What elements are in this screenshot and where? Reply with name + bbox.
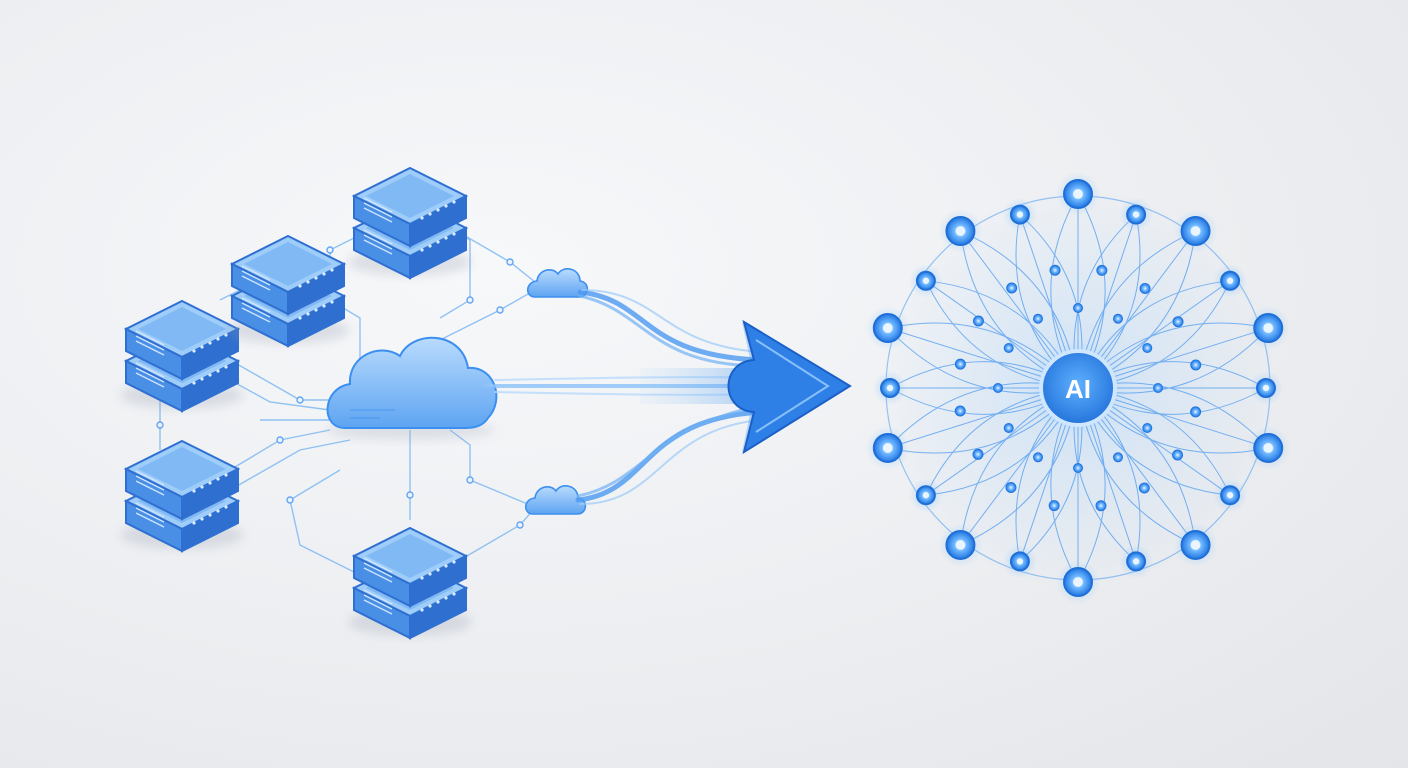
link-line bbox=[229, 429, 331, 471]
link-node bbox=[466, 476, 474, 484]
net-node-small bbox=[1005, 482, 1017, 494]
net-node-core bbox=[1226, 277, 1234, 284]
link-node bbox=[516, 521, 524, 529]
net-node-small bbox=[993, 383, 1003, 393]
net-node-small bbox=[1138, 482, 1150, 494]
net-node-small bbox=[1190, 359, 1202, 371]
link-line bbox=[439, 289, 536, 341]
cloud-icon bbox=[325, 336, 498, 440]
net-node-small bbox=[1113, 313, 1123, 324]
net-node-core bbox=[1190, 226, 1201, 236]
net-node-core bbox=[1226, 492, 1234, 499]
server-stack-4 bbox=[120, 439, 244, 553]
link-line bbox=[229, 439, 351, 491]
link-line bbox=[289, 469, 361, 576]
server-group bbox=[120, 166, 472, 640]
net-node-small bbox=[1095, 500, 1107, 512]
net-node-small bbox=[1003, 423, 1014, 433]
link-node bbox=[506, 258, 514, 266]
net-node-core bbox=[882, 443, 893, 453]
net-node-small bbox=[954, 358, 966, 370]
net-node-small bbox=[972, 315, 984, 327]
link-node bbox=[296, 396, 304, 404]
ai-hub bbox=[1039, 349, 1117, 427]
link-line bbox=[229, 359, 330, 401]
net-node-core bbox=[1073, 577, 1083, 587]
net-node-core bbox=[1190, 540, 1201, 550]
net-node-core bbox=[1262, 384, 1270, 392]
net-node-small bbox=[1172, 449, 1184, 461]
server-stack-1 bbox=[120, 299, 244, 413]
link-line bbox=[449, 429, 531, 506]
net-node-small bbox=[1073, 463, 1083, 473]
net-node-core bbox=[886, 384, 894, 392]
net-node-small bbox=[1172, 316, 1184, 328]
net-node-core bbox=[1263, 443, 1274, 453]
net-node-small bbox=[1033, 313, 1043, 324]
net-node-small bbox=[1033, 452, 1043, 463]
net-node-core bbox=[1263, 323, 1274, 333]
net-node-small bbox=[972, 448, 984, 460]
net-node-core bbox=[922, 277, 930, 284]
net-node-core bbox=[882, 323, 893, 333]
flow-arrow-icon bbox=[489, 289, 852, 505]
small-cloud-icon bbox=[526, 268, 589, 298]
net-node-small bbox=[954, 405, 966, 417]
net-node-core bbox=[955, 226, 966, 236]
net-node-small bbox=[1113, 452, 1123, 463]
link-node bbox=[156, 421, 164, 429]
link-node bbox=[496, 306, 504, 314]
net-node-core bbox=[1132, 211, 1140, 218]
net-node-small bbox=[1073, 303, 1083, 313]
net-node-core bbox=[1073, 189, 1083, 199]
net-node-small bbox=[1142, 343, 1153, 353]
net-node-small bbox=[1006, 282, 1018, 294]
link-line bbox=[229, 379, 331, 411]
link-node bbox=[276, 436, 284, 444]
net-node-core bbox=[955, 540, 966, 550]
server-stack-5 bbox=[348, 526, 472, 640]
net-node-small bbox=[1142, 423, 1153, 433]
link-node bbox=[406, 491, 414, 499]
net-node-small bbox=[1048, 500, 1060, 512]
net-node-small bbox=[1096, 264, 1108, 276]
link-node bbox=[286, 496, 294, 504]
ai-hub-label: AI bbox=[1065, 374, 1091, 404]
link-line bbox=[459, 507, 536, 561]
net-node-small bbox=[1049, 264, 1061, 276]
link-node bbox=[466, 296, 474, 304]
net-node-small bbox=[1190, 406, 1202, 418]
net-node-small bbox=[1003, 343, 1014, 353]
net-node-core bbox=[1016, 558, 1024, 565]
net-node-core bbox=[1016, 211, 1024, 218]
net-node-core bbox=[922, 492, 930, 499]
link-node bbox=[326, 246, 334, 254]
neural-network-icon: AI bbox=[865, 172, 1291, 604]
server-stack-2 bbox=[226, 234, 350, 348]
net-node-small bbox=[1139, 282, 1151, 294]
server-stack-3 bbox=[348, 166, 472, 280]
net-node-core bbox=[1132, 558, 1140, 565]
net-node-small bbox=[1153, 383, 1163, 393]
